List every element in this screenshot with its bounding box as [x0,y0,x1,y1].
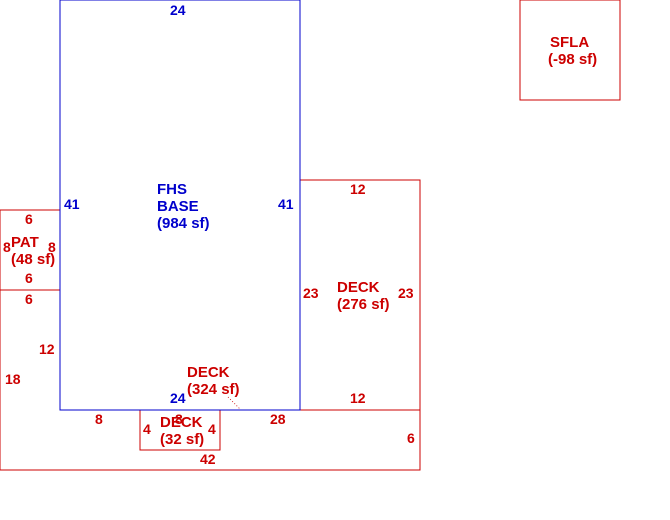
deck-small-area: (32 sf) [160,431,204,448]
deck-bottom-dim-left-lower: 18 [5,371,21,387]
base-dim-bottom: 24 [170,390,186,406]
patio-name: PAT [11,234,39,251]
deck-small-name: DECK [160,414,203,431]
deck-right-dim-top: 12 [350,181,366,197]
deck-small-dim-top: 8 [175,411,183,427]
base-dim-right: 41 [278,196,294,212]
deck-bottom-dim-bottom: 42 [200,451,216,467]
patio-area: (48 sf) [11,251,55,268]
deck-small-dim-left: 4 [143,421,151,437]
deck-bottom-dim-top-a: 6 [25,291,33,307]
deck-right-area: (276 sf) [337,296,390,313]
base-name-line1: FHS [157,181,187,198]
deck-small-dim-right: 4 [208,421,216,437]
sfla-name: SFLA [550,34,589,51]
deck-right-dim-bottom: 12 [350,390,366,406]
deck-bottom-area: (324 sf) [187,381,240,398]
patio-dim-right: 8 [48,239,56,255]
base-dim-top: 24 [170,2,186,18]
deck-right-dim-right: 23 [398,285,414,301]
sfla-outline [519,0,621,101]
deck-right-name: DECK [337,279,380,296]
deck-bottom-dim-right: 6 [407,430,415,446]
deck-bottom-dim-left-upper: 12 [39,341,55,357]
deck-bottom-dim-top-c: 28 [270,411,286,427]
patio-dim-top: 6 [25,211,33,227]
deck-right-dim-left: 23 [303,285,319,301]
deck-bottom-dim-top-b: 8 [95,411,103,427]
deck-bottom-name: DECK [187,364,230,381]
base-area: (984 sf) [157,215,210,232]
patio-dim-left: 8 [3,239,11,255]
base-dim-left: 41 [64,196,80,212]
base-outline [59,0,301,411]
base-name-line2: BASE [157,198,199,215]
deck-label-leader [227,396,241,410]
sfla-area: (-98 sf) [548,51,597,68]
patio-dim-bottom: 6 [25,270,33,286]
